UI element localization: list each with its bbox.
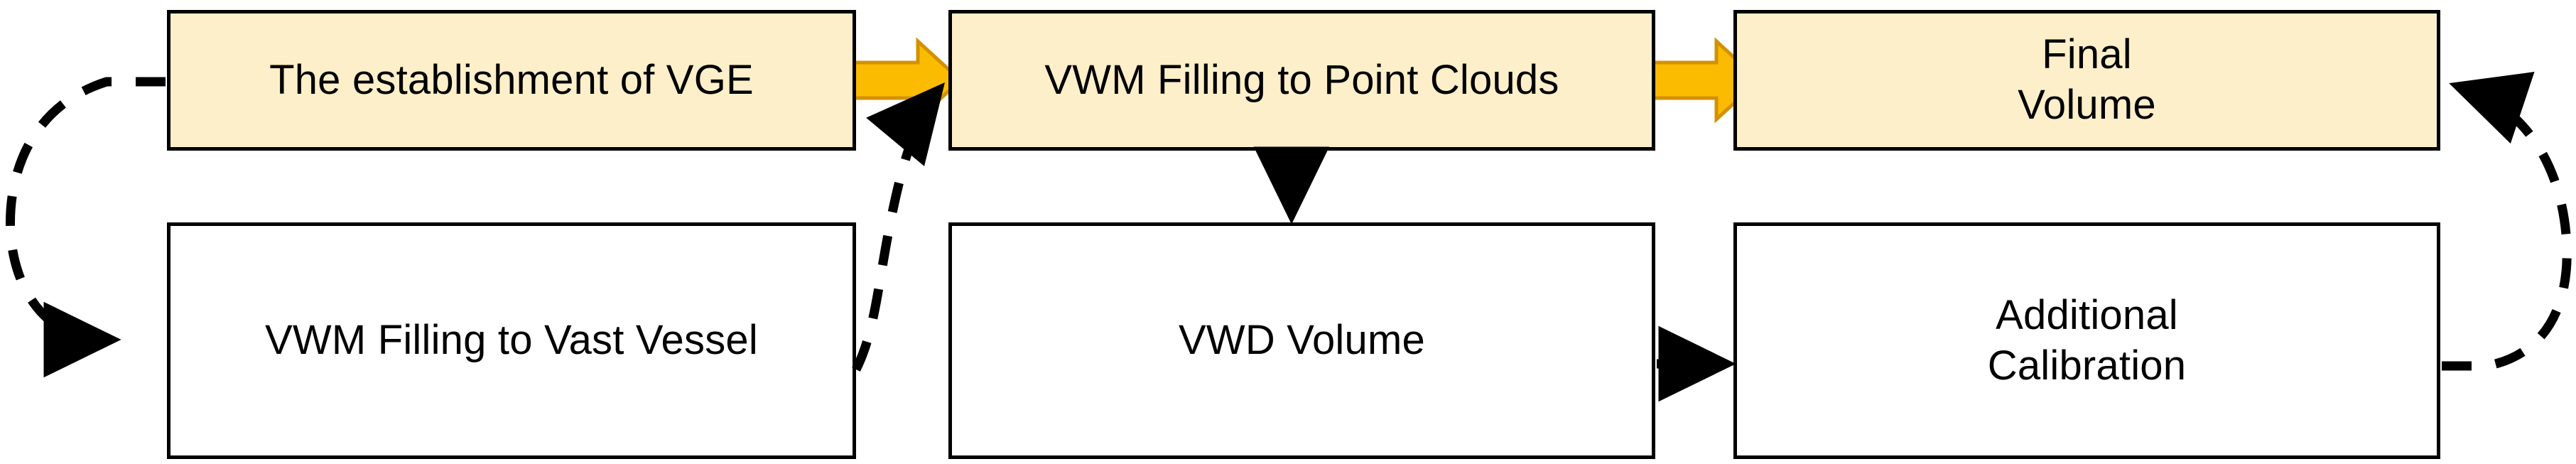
node-label: VWD Volume: [1179, 317, 1425, 364]
dashed-arrow-icon-additional-calibration-to-final-volume: [2442, 72, 2572, 371]
node-label: Final Volume: [2018, 31, 2156, 128]
node-final-volume[interactable]: Final Volume: [1733, 10, 2440, 151]
dashed-arrow-icon-vge-to-vast-vessel: [5, 77, 166, 378]
node-additional-calibration[interactable]: Additional Calibration: [1733, 222, 2440, 459]
node-the-establishment-of-vge[interactable]: The establishment of VGE: [167, 10, 856, 151]
node-label: Additional Calibration: [1987, 291, 2187, 389]
node-label: The establishment of VGE: [269, 56, 754, 103]
node-vwm-filling-to-vast-vessel[interactable]: VWM Filling to Vast Vessel: [167, 222, 856, 459]
node-vwm-filling-to-point-clouds[interactable]: VWM Filling to Point Clouds: [948, 10, 1655, 151]
node-label: VWM Filling to Point Clouds: [1044, 56, 1559, 103]
node-label: VWM Filling to Vast Vessel: [265, 317, 758, 364]
dashed-arrow-icon-vast-vessel-to-point-clouds: [852, 82, 945, 372]
